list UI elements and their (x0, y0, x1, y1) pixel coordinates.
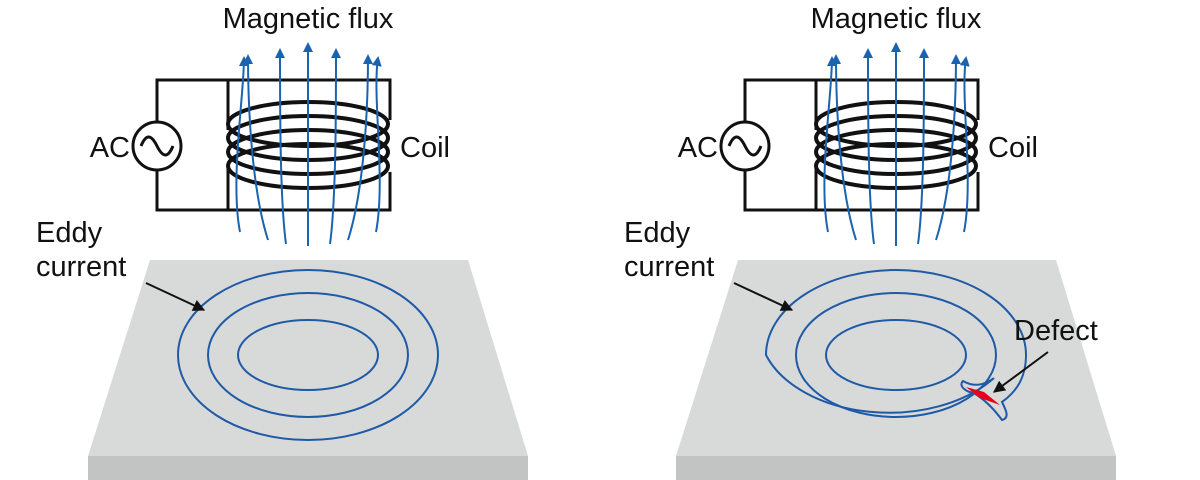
eddy-ring-outer-deformed (764, 269, 1028, 422)
defect-pointer-arrow (993, 351, 1049, 393)
ac-label: AC (90, 132, 130, 164)
flux-line (371, 56, 382, 233)
eddy-label-line1: Eddy (36, 217, 103, 249)
circuit-wires (155, 78, 392, 212)
ac-source-icon (719, 120, 771, 172)
magnetic-flux-label: Magnetic flux (223, 3, 394, 35)
eddy-current-rings (764, 269, 1028, 422)
flux-line (831, 54, 857, 241)
coil-label: Coil (400, 132, 450, 164)
flux-line (863, 48, 875, 245)
panel-with-defect: Magnetic flux AC Coil Eddy current Defec… (624, 3, 1116, 480)
circuit-wires (743, 78, 980, 212)
flux-line (243, 54, 269, 241)
eddy-label-line2: current (36, 251, 126, 283)
magnetic-flux-label: Magnetic flux (811, 3, 982, 35)
ac-source-icon (131, 120, 183, 172)
flux-line (917, 48, 929, 245)
eddy-label-line1: Eddy (624, 217, 691, 249)
flux-line (329, 48, 341, 245)
eddy-ring-inner (825, 319, 967, 391)
defect-label: Defect (1014, 315, 1098, 347)
eddy-pointer-arrow (145, 282, 206, 311)
eddy-ring-middle (207, 292, 409, 418)
eddy-ring-outer (177, 269, 439, 441)
panel-no-defect: Magnetic flux AC Coil Eddy current (36, 3, 528, 480)
eddy-current-rings (177, 269, 439, 441)
flux-line (235, 56, 249, 233)
defect-icon (966, 387, 1000, 405)
magnetic-flux-lines (235, 42, 382, 246)
eddy-ring-inner (237, 319, 379, 391)
flux-line (959, 56, 970, 233)
flux-line (275, 48, 287, 245)
eddy-pointer-arrow (733, 282, 794, 311)
magnetic-flux-lines (823, 42, 970, 246)
flux-line (823, 56, 837, 233)
eddy-ring-middle (795, 292, 997, 418)
coil-label: Coil (988, 132, 1038, 164)
ac-label: AC (678, 132, 718, 164)
flux-line (347, 54, 373, 241)
flux-line (935, 54, 961, 241)
eddy-label-line2: current (624, 251, 714, 283)
